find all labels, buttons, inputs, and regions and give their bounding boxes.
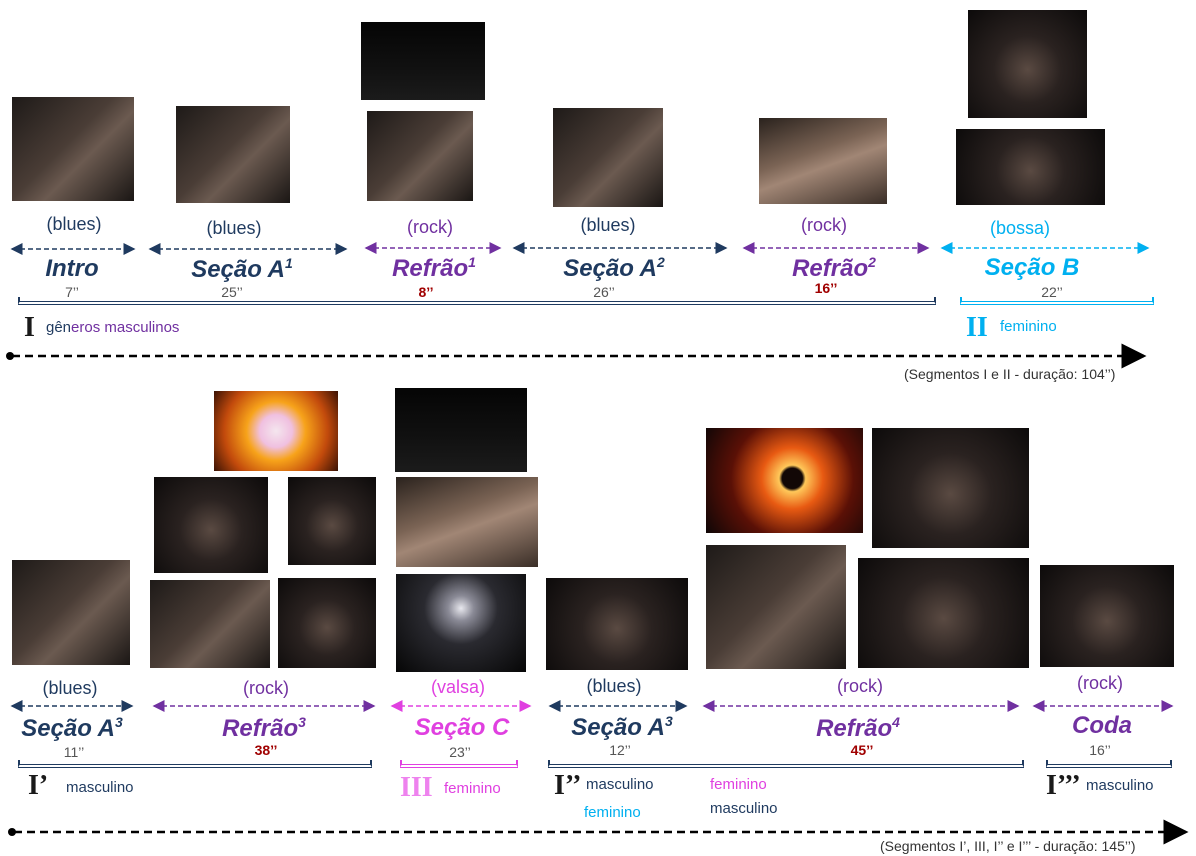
segment-label-iii: III: [400, 772, 433, 804]
title-secao-a1: Seção A1: [191, 255, 293, 284]
duration-refrao2: 16’’: [815, 280, 838, 296]
segment-i-double-gender-1: masculino: [586, 776, 654, 793]
segment-label-i: I: [24, 312, 35, 344]
title-refrao3: Refrão3: [222, 714, 306, 743]
row2-duration-note: (Segmentos I’, III, I’’ e I’’’ - duração…: [880, 838, 1136, 854]
bracket-segment-i: [18, 297, 936, 305]
segment-i-double-gender-2: feminino: [584, 804, 641, 821]
genre-refrao1: (rock): [407, 217, 453, 238]
segment-label-i-double: I’’: [554, 770, 581, 802]
bracket-segment-ii: [960, 297, 1154, 305]
segment-iii-gender: feminino: [444, 780, 501, 797]
segment-i-prime-gender: masculino: [66, 779, 134, 796]
segment-i-gender: gêneros masculinos: [46, 319, 179, 336]
genre-secao-a3b: (blues): [586, 676, 641, 697]
duration-coda: 16’’: [1089, 742, 1111, 758]
segment-ii-gender: feminino: [1000, 318, 1057, 335]
bracket-segment-i-triple: [1046, 760, 1172, 768]
genre-secao-a1: (blues): [206, 218, 261, 239]
title-secao-a2: Seção A2: [563, 254, 665, 283]
genre-intro: (blues): [46, 214, 101, 235]
duration-secao-c: 23’’: [449, 744, 471, 760]
title-secao-a3: Seção A3: [21, 714, 123, 743]
segment-i-double-gender-4: masculino: [710, 800, 778, 817]
duration-secao-a3: 11’’: [64, 744, 85, 760]
title-refrao2: Refrão2: [792, 254, 876, 283]
title-secao-b: Seção B: [985, 254, 1080, 282]
row1-duration-note: (Segmentos I e II - duração: 104’’): [904, 366, 1115, 382]
segment-label-i-prime: I’: [28, 770, 48, 802]
genre-refrao3: (rock): [243, 678, 289, 699]
duration-refrao3: 38’’: [255, 742, 278, 758]
genre-secao-c: (valsa): [431, 677, 485, 698]
segment-i-triple-gender: masculino: [1086, 777, 1154, 794]
title-refrao4: Refrão4: [816, 714, 900, 743]
genre-secao-b: (bossa): [990, 218, 1050, 239]
title-refrao1: Refrão1: [392, 254, 476, 283]
segment-i-double-gender-3: feminino: [710, 776, 767, 793]
genre-secao-a2: (blues): [580, 215, 635, 236]
segment-label-i-triple: I’’’: [1046, 770, 1081, 802]
bracket-segment-iii: [400, 760, 518, 768]
duration-secao-a3b: 12’’: [609, 742, 631, 758]
title-intro: Intro: [45, 255, 98, 283]
segment-label-ii: II: [966, 312, 988, 344]
title-coda: Coda: [1072, 712, 1132, 740]
duration-refrao4: 45’’: [851, 742, 874, 758]
title-secao-a3b: Seção A3: [571, 713, 673, 742]
genre-refrao2: (rock): [801, 215, 847, 236]
genre-secao-a3: (blues): [42, 678, 97, 699]
bracket-segment-i-prime: [18, 760, 372, 768]
genre-refrao4: (rock): [837, 676, 883, 697]
bracket-segment-i-double: [548, 760, 1024, 768]
genre-coda: (rock): [1077, 673, 1123, 694]
title-secao-c: Seção C: [415, 714, 510, 742]
